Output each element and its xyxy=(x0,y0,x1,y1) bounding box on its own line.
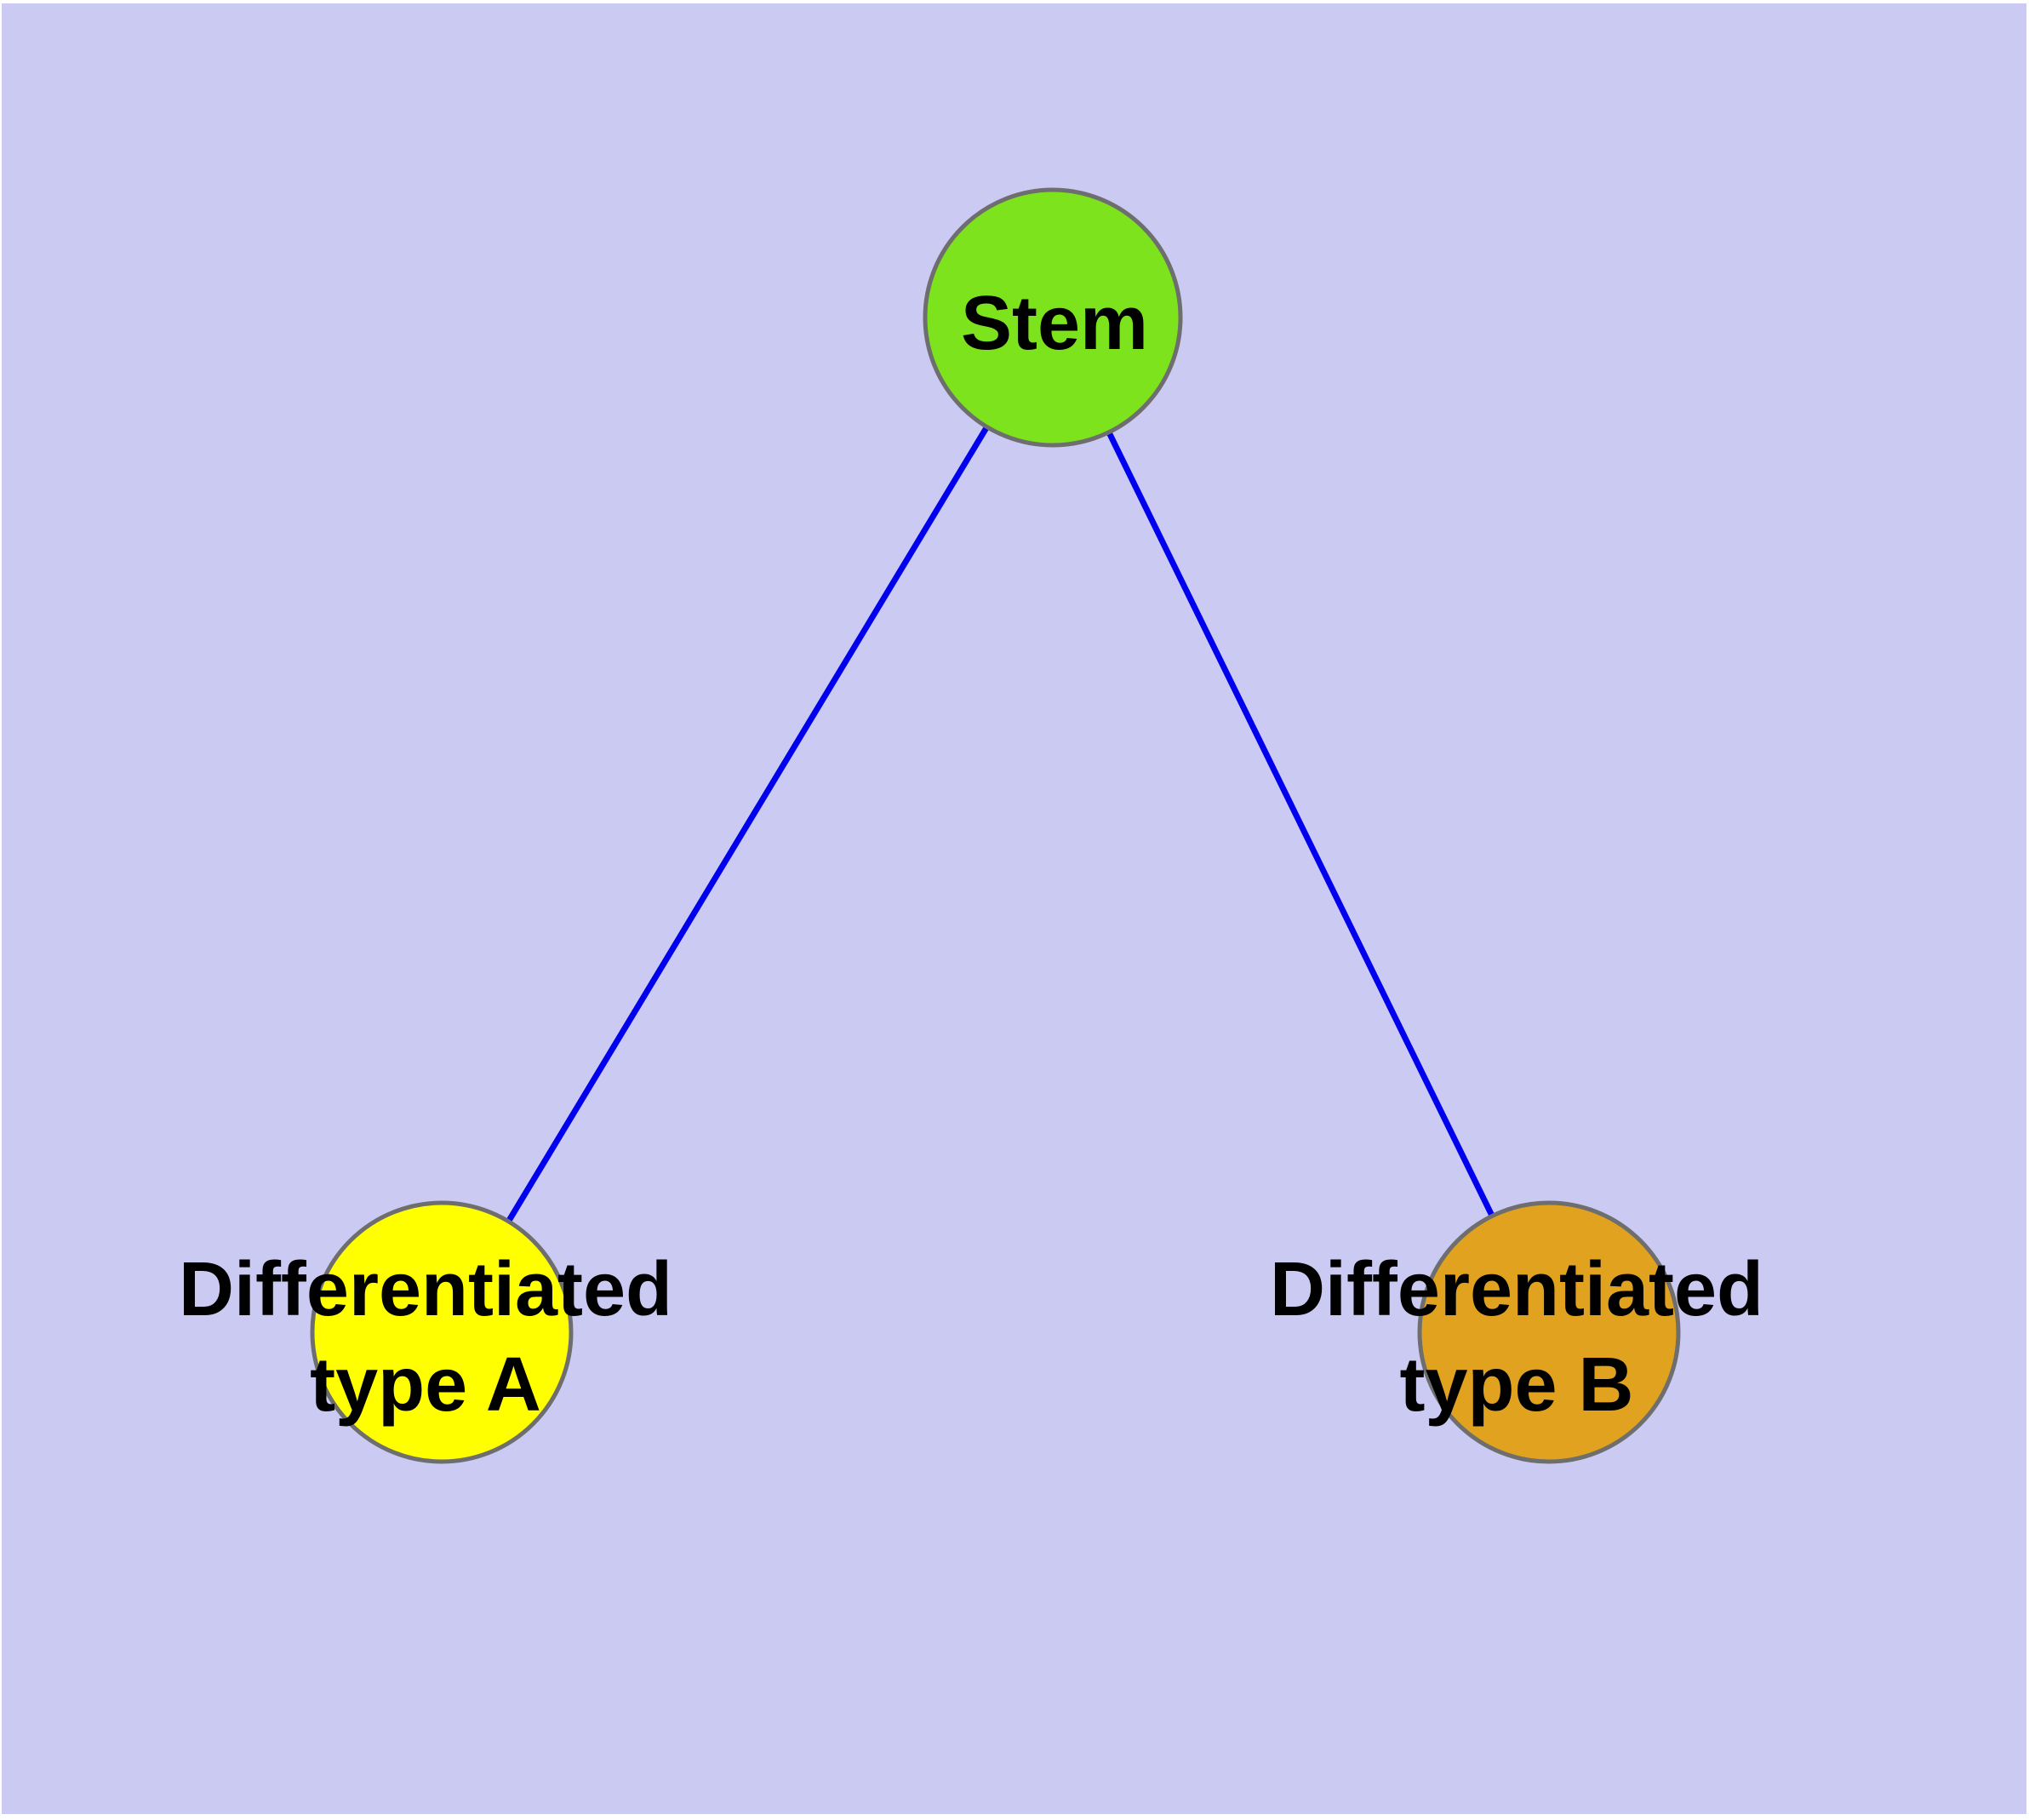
node-stem-circle xyxy=(923,187,1183,448)
edge-stem-to-type-a xyxy=(439,316,1055,1334)
edges-layer xyxy=(439,316,1552,1334)
node-differentiated-type-a: Differentiated type A xyxy=(179,1200,672,1464)
edge-stem-to-type-b xyxy=(1049,316,1552,1334)
node-type-b-label-line2: type B xyxy=(1399,1342,1633,1428)
node-stem: Stem xyxy=(923,187,1183,448)
node-type-b-label-line1: Differentiated xyxy=(1270,1247,1763,1332)
node-stem-label: Stem xyxy=(961,281,1148,366)
node-differentiated-type-b: Differentiated type B xyxy=(1270,1200,1763,1464)
node-type-a-label-line1: Differentiated xyxy=(179,1247,672,1332)
node-type-b-circle xyxy=(1417,1200,1681,1464)
node-type-a-label-line2: type A xyxy=(310,1342,541,1428)
node-type-a-circle xyxy=(310,1200,574,1464)
